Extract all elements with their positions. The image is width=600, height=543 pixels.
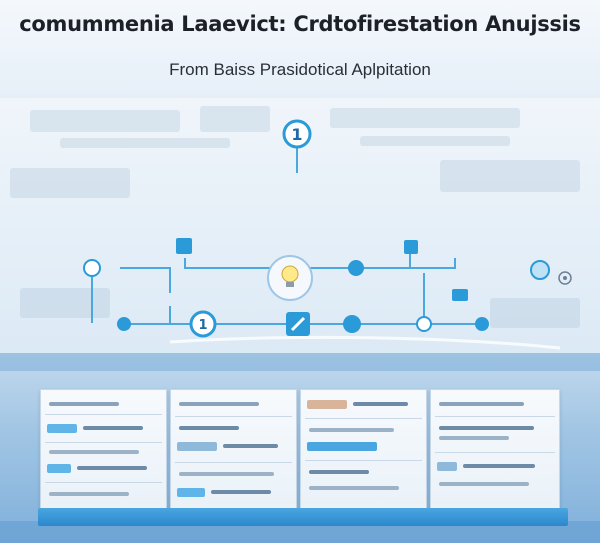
mid-step-node[interactable] xyxy=(189,310,217,338)
background-panel xyxy=(330,108,520,128)
card-text-line xyxy=(353,402,408,406)
top-step-node[interactable] xyxy=(282,119,312,149)
card-chip xyxy=(307,400,347,409)
card-chip xyxy=(177,488,205,497)
card-separator xyxy=(435,452,555,453)
connector-line xyxy=(410,258,456,269)
connector-line xyxy=(120,267,171,293)
gear-icon[interactable] xyxy=(558,271,572,285)
card-text-line xyxy=(223,444,278,448)
bottom-circle-node[interactable] xyxy=(343,315,361,333)
card-text-line xyxy=(179,402,259,406)
card-text-line xyxy=(77,466,147,470)
card-text-line xyxy=(439,402,524,406)
card-text-line xyxy=(309,486,399,490)
page-title: comummenia Laaevict: Crdtofirestation An… xyxy=(19,12,581,36)
card-text-line xyxy=(309,428,394,432)
card-separator xyxy=(305,418,422,419)
background-panel xyxy=(60,138,230,148)
card-chip xyxy=(47,464,71,473)
top-step-node-label: 1 xyxy=(291,125,302,144)
document-card[interactable] xyxy=(430,389,560,513)
card-text-line xyxy=(439,482,529,486)
folder-icon[interactable] xyxy=(452,289,468,301)
card-text-line xyxy=(439,436,509,440)
card-text-line xyxy=(309,470,369,474)
background-panel xyxy=(360,136,510,146)
lightbulb-icon xyxy=(281,265,299,287)
background-panel xyxy=(10,168,130,198)
document-card[interactable] xyxy=(40,389,167,513)
background-panel xyxy=(30,110,180,132)
background-panel xyxy=(20,288,110,318)
card-text-line xyxy=(49,450,139,454)
pencil-icon-stroke xyxy=(290,316,306,332)
card-text-line xyxy=(49,492,129,496)
card-chip xyxy=(177,442,217,451)
process-diagram-area: 1 1 xyxy=(0,98,600,353)
card-chip xyxy=(47,424,77,433)
right-circle-node[interactable] xyxy=(530,260,550,280)
lower-base-strip xyxy=(38,508,568,526)
card-chip xyxy=(307,442,377,451)
diagram-svg: 1 1 xyxy=(83,119,572,350)
light-streak xyxy=(169,335,561,350)
page-subtitle: From Baiss Prasidotical Aplpitation xyxy=(169,60,431,79)
lower-panel xyxy=(0,353,600,543)
square-node[interactable] xyxy=(404,240,418,254)
document-card[interactable] xyxy=(170,389,297,513)
left-circle-node[interactable] xyxy=(83,259,101,277)
card-separator xyxy=(175,462,292,463)
card-text-line xyxy=(83,426,143,430)
document-card[interactable] xyxy=(300,389,427,513)
background-panel xyxy=(200,106,270,132)
card-text-line xyxy=(179,426,239,430)
card-separator xyxy=(45,414,162,415)
mid-step-node-label: 1 xyxy=(198,318,207,333)
square-node[interactable] xyxy=(176,238,192,254)
card-separator xyxy=(175,416,292,417)
bottom-circle-node[interactable] xyxy=(117,317,131,331)
header: comummenia Laaevict: Crdtofirestation An… xyxy=(0,0,600,98)
card-separator xyxy=(45,442,162,443)
card-text-line xyxy=(49,402,119,406)
card-separator xyxy=(435,416,555,417)
card-separator xyxy=(45,482,162,483)
bottom-circle-node[interactable] xyxy=(416,316,432,332)
card-chip xyxy=(437,462,457,471)
card-text-line xyxy=(463,464,535,468)
middle-circle-node[interactable] xyxy=(348,260,364,276)
card-text-line xyxy=(211,490,271,494)
bottom-circle-node[interactable] xyxy=(475,317,489,331)
background-panel xyxy=(440,160,580,192)
card-text-line xyxy=(439,426,534,430)
card-separator xyxy=(305,460,422,461)
background-panel xyxy=(490,298,580,328)
connector-line xyxy=(356,253,411,269)
card-text-line xyxy=(179,472,274,476)
